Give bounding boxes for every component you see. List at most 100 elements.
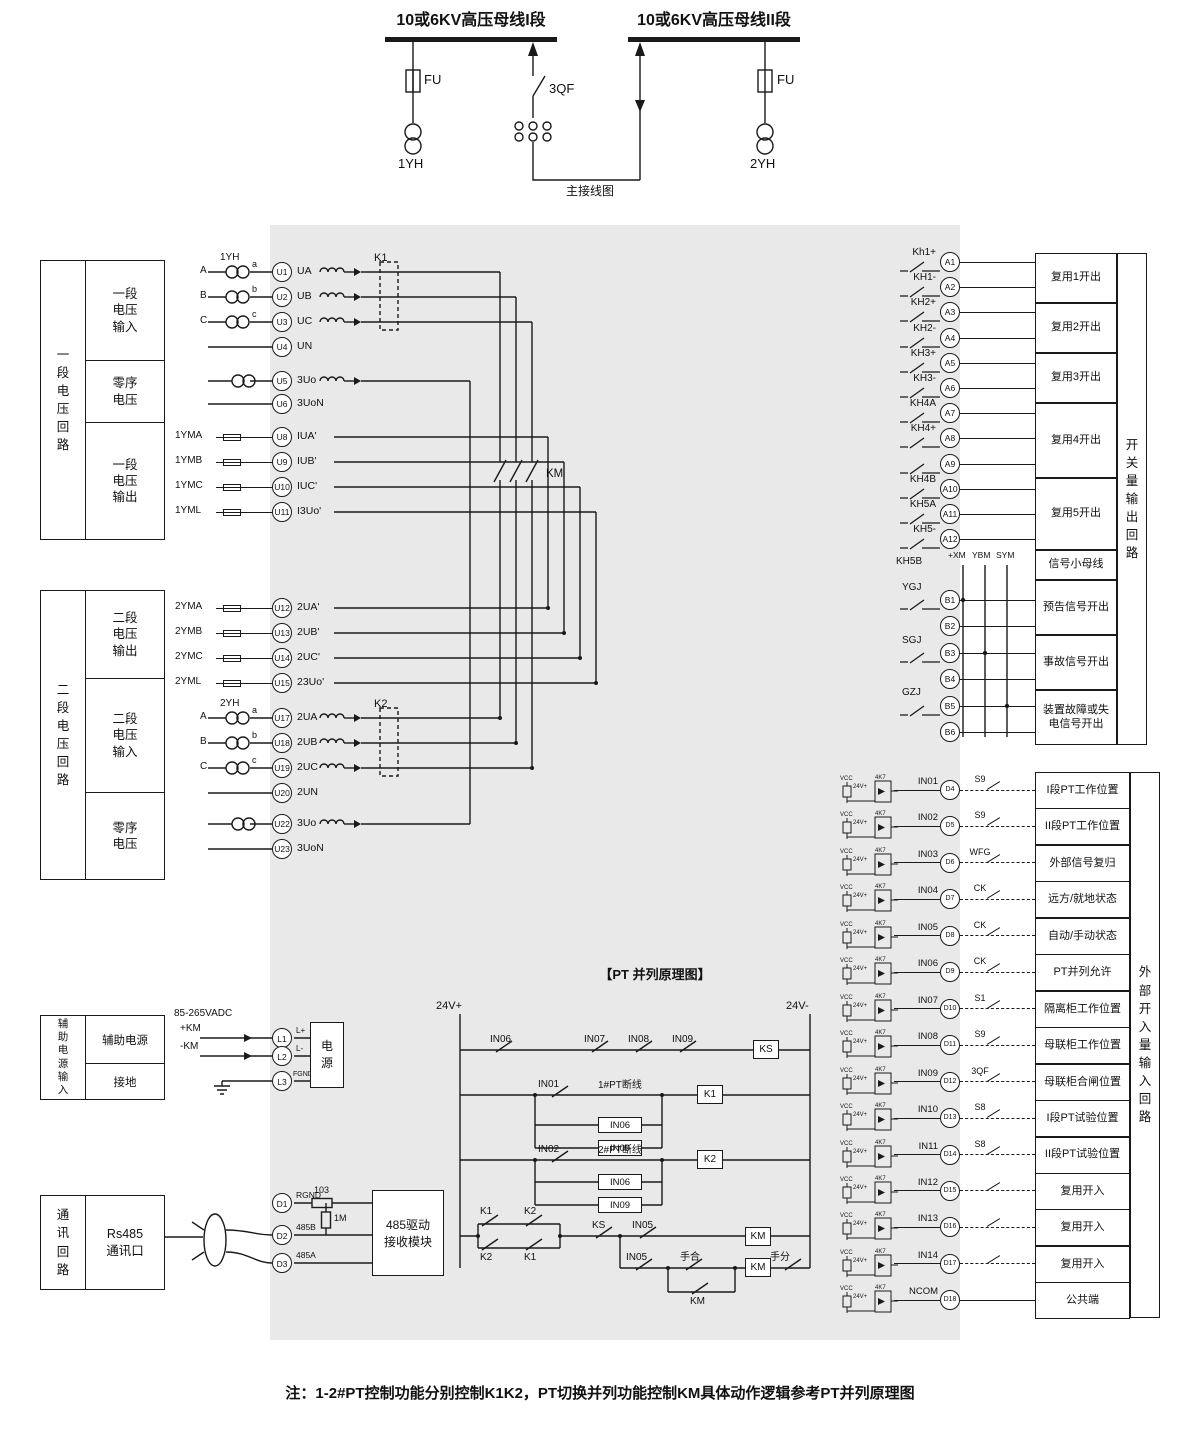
terminal-row: U19 2UC [175, 758, 365, 782]
terminal: A1 [940, 252, 960, 272]
wire [960, 626, 1035, 628]
pt-manual-open-label: 手分 [770, 1252, 790, 1263]
phase-b-label: B [200, 736, 207, 747]
wire [960, 705, 1035, 707]
l-minus-label: L- [296, 1044, 304, 1053]
wire [894, 1299, 940, 1301]
wire [960, 362, 1035, 364]
output-cell-fault: 装置故障或失电信号开出 [1035, 690, 1117, 745]
output-cell-warning: 预告信号开出 [1035, 580, 1117, 635]
terminal-signal-label: 3Uo [297, 817, 317, 829]
busbar-2 [628, 37, 800, 42]
tie-breaker-3qf [532, 56, 641, 181]
footnote: 注：1-2#PT控制功能分别控制K1K2，PT切换并列功能控制KM具体动作逻辑参… [285, 1385, 915, 1402]
terminal-signal-label: 2UA [297, 711, 318, 723]
output-relay-row: KH4B A10 [896, 474, 1146, 502]
wire-dashed [960, 971, 1035, 973]
fuse-icon [216, 484, 250, 491]
input-signal-label: IN08 [917, 1031, 938, 1043]
wire [960, 600, 1035, 601]
optocoupler-icon [840, 1248, 898, 1278]
terminal: D15 [940, 1180, 960, 1201]
wire-dashed [960, 789, 1035, 791]
rs485-module-box: 485驱动 接收模块 [372, 1190, 444, 1276]
relay-contact-label: KH2- [913, 322, 936, 334]
relay-contact-icon [900, 437, 940, 449]
vt1-icon [404, 123, 422, 141]
terminal-signal-label: 2UC [297, 761, 319, 773]
terminal-signal-label: 2UB' [297, 626, 320, 638]
wire [960, 262, 1035, 263]
optocoupler-icon [840, 1211, 898, 1241]
wire [894, 935, 940, 937]
input-row: IN06 D9 CK PT并列允许 [840, 954, 1170, 992]
input-description-cell: 复用开入 [1035, 1245, 1130, 1283]
input-strip: 外部开入量输入回路 [1130, 772, 1160, 1318]
km-plus-label: +KM [180, 1023, 201, 1034]
fuse-icon [216, 630, 250, 637]
input-row: NCOM D18 公共端 [840, 1282, 1170, 1320]
gzj-relay-label: GZJ [902, 687, 921, 698]
fgnd-label: FGND [293, 1071, 313, 1078]
terminal-row-with-feeder: 1YMB U9 IUB' [175, 452, 365, 476]
terminal-signal-label: IUB' [297, 455, 317, 467]
terminal: A7 [940, 403, 960, 424]
optocoupler-icon [840, 1139, 898, 1168]
terminal: D4 [940, 780, 960, 800]
terminal-l3: L3 [272, 1071, 292, 1091]
pt-contact-label: IN05 [632, 1220, 654, 1231]
wire-dashed [960, 825, 1035, 827]
kh5b-label: KH5B [896, 556, 923, 567]
relay-contact-label: KH2+ [910, 297, 936, 309]
fuse-left-label: FU [424, 72, 442, 87]
output-cell-fy4: 复用4开出 [1035, 403, 1117, 478]
relay-contact-label: KH5- [913, 524, 936, 536]
phase-b2-label: b [252, 730, 258, 740]
terminal: U23 [272, 839, 292, 859]
wire [960, 337, 1035, 339]
terminal-row: U22 3Uo [175, 814, 365, 838]
terminal-signal-label: 3UoN [297, 397, 324, 409]
terminal-row: U6 3UoN [175, 394, 365, 418]
input-description-cell: 隔离柜工作位置 [1035, 990, 1130, 1028]
input-description-cell: 母联柜工作位置 [1035, 1027, 1130, 1065]
wire-dashed [960, 1154, 1035, 1155]
input-row: IN02 D5 S9 II段PT工作位置 [840, 808, 1170, 846]
input-row: IN04 D7 CK 远方/就地状态 [840, 881, 1170, 919]
pt-24v-minus-label: 24V- [786, 1000, 809, 1012]
wire [894, 862, 940, 864]
terminal-signal-label: 3UoN [297, 842, 324, 854]
optocoupler-icon [840, 956, 898, 986]
terminal: A6 [940, 378, 960, 398]
terminal: U20 [272, 783, 292, 803]
fuse-right-label: FU [777, 72, 795, 87]
pt-branch-box: IN09 [598, 1140, 642, 1156]
terminal-row: U1 UA [175, 262, 365, 286]
fuse-icon [216, 434, 250, 441]
terminal: A2 [940, 277, 960, 298]
switch-label: S8 [974, 1102, 986, 1113]
feeder-label: 2YMA [175, 601, 203, 612]
switch-label: S9 [974, 774, 986, 784]
signal-output-row: B3 [896, 641, 1146, 666]
terminal: U6 [272, 394, 292, 414]
optocoupler-icon [840, 847, 898, 877]
input-row: IN05 D8 CK 自动/手动状态 [840, 917, 1170, 955]
relay-contact-icon [900, 412, 940, 424]
terminal: A11 [940, 504, 960, 524]
relay-contact-label: KH4A [909, 398, 936, 410]
terminal-signal-label: I3Uo' [297, 505, 322, 517]
input-row: IN03 D6 WFG 外部信号复归 [840, 844, 1170, 882]
wire-dashed [960, 935, 1035, 937]
output-cell-fy1: 复用1开出 [1035, 253, 1117, 303]
feeder-label: 1YML [175, 505, 202, 516]
group-title: 一段电压回路 [41, 261, 86, 539]
terminal: A8 [940, 428, 960, 449]
terminal-row-with-feeder: 2YMA U12 2UA' [175, 598, 365, 622]
switch-label: S9 [974, 1029, 986, 1040]
pt-branch-box: IN09 [598, 1197, 642, 1213]
terminal: B1 [940, 590, 960, 610]
terminal-row: U17 2UA [175, 708, 365, 732]
terminal-row: U3 UC [175, 312, 365, 336]
